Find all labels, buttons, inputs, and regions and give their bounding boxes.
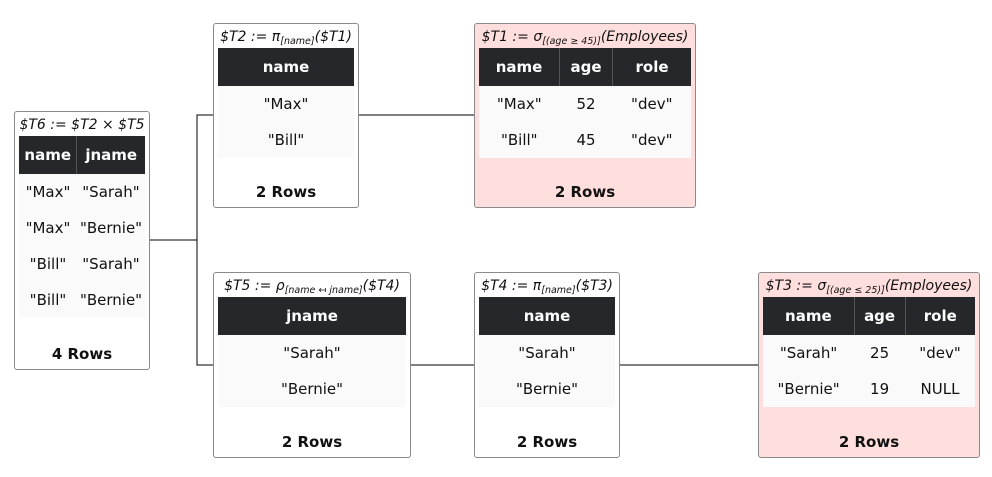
table-cell: "Max" [19, 174, 77, 210]
table-cell: 25 [854, 335, 906, 371]
column-header: name [479, 297, 615, 335]
row-count: 2 Rows [516, 433, 578, 451]
column-header: name [763, 297, 855, 335]
column-header: name [479, 48, 561, 86]
column-header: jname [218, 297, 406, 335]
table-cell: "Bill" [19, 246, 77, 282]
table-cell: "Bill" [479, 122, 560, 158]
node-t5-table: jname "Sarah" "Bernie" [218, 297, 406, 407]
table-cell: "Bill" [218, 122, 354, 158]
table-row: "Max"52"dev" [479, 86, 691, 122]
table-cell: "Max" [218, 86, 354, 122]
table-row: "Sarah"25"dev" [763, 335, 975, 371]
table-row: "Bill""Bernie" [19, 282, 145, 318]
column-header: role [905, 297, 975, 335]
row-count: 2 Rows [255, 183, 317, 201]
row-count: 2 Rows [554, 183, 616, 201]
node-t4-title: $T4 := π[name]($T3) [481, 278, 613, 296]
table-cell: "Max" [19, 210, 77, 246]
row-count: 2 Rows [281, 433, 343, 451]
table-cell: "dev" [612, 86, 691, 122]
table-row: "Sarah" [218, 335, 406, 371]
table-row: "Max" [218, 86, 354, 122]
node-t3-title: $T3 := σ[(age ≤ 25)](Employees) [765, 278, 973, 296]
table-cell: 19 [854, 371, 906, 407]
node-t5[interactable]: $T5 := ρ[name ↤ jname]($T4) jname "Sarah… [213, 272, 411, 458]
edge-t6-t5 [149, 239, 214, 366]
node-t3[interactable]: $T3 := σ[(age ≤ 25)](Employees) name age… [758, 272, 980, 458]
table-cell: "Sarah" [76, 246, 145, 282]
table-row: "Sarah" [479, 335, 615, 371]
table-cell: "dev" [612, 122, 691, 158]
node-t1-table: name age role "Max"52"dev" "Bill"45"dev" [479, 48, 691, 158]
edge-t6-t2 [149, 114, 214, 241]
node-t4-table: name "Sarah" "Bernie" [479, 297, 615, 407]
table-cell: 52 [559, 86, 613, 122]
table-row: "Bill"45"dev" [479, 122, 691, 158]
node-t6-title: $T6 := $T2 × $T5 [19, 117, 145, 133]
row-count: 4 Rows [51, 345, 113, 363]
table-cell: "Sarah" [76, 174, 145, 210]
table-cell: "Sarah" [479, 335, 615, 371]
table-row: "Bill" [218, 122, 354, 158]
table-cell: "Bernie" [763, 371, 855, 407]
table-cell: 45 [559, 122, 613, 158]
table-row: "Max""Bernie" [19, 210, 145, 246]
table-cell: "Max" [479, 86, 560, 122]
column-header: name [218, 48, 354, 86]
table-cell: "dev" [905, 335, 975, 371]
column-header: age [854, 297, 906, 335]
table-cell: NULL [905, 371, 975, 407]
node-t1-title: $T1 := σ[(age ≥ 45)](Employees) [481, 29, 689, 47]
node-t6[interactable]: $T6 := $T2 × $T5 name jname "Max""Sarah"… [14, 111, 150, 370]
node-t2[interactable]: $T2 := π[name]($T1) name "Max" "Bill" 2 … [213, 23, 359, 208]
table-cell: "Bernie" [479, 371, 615, 407]
table-row: "Max""Sarah" [19, 174, 145, 210]
column-header: age [559, 48, 614, 86]
table-row: "Bernie" [479, 371, 615, 407]
node-t4[interactable]: $T4 := π[name]($T3) name "Sarah" "Bernie… [474, 272, 620, 458]
node-t5-title: $T5 := ρ[name ↤ jname]($T4) [224, 278, 400, 296]
column-header: role [612, 48, 691, 86]
table-cell: "Sarah" [763, 335, 855, 371]
table-cell: "Sarah" [218, 335, 406, 371]
column-header: name [19, 136, 78, 174]
node-t6-table: name jname "Max""Sarah" "Max""Bernie" "B… [19, 136, 145, 318]
table-cell: "Bernie" [76, 282, 145, 318]
node-t2-title: $T2 := π[name]($T1) [220, 29, 352, 47]
column-header: jname [76, 136, 145, 174]
table-cell: "Bernie" [76, 210, 145, 246]
node-t1[interactable]: $T1 := σ[(age ≥ 45)](Employees) name age… [474, 23, 696, 208]
table-cell: "Bill" [19, 282, 77, 318]
table-row: "Bernie" [218, 371, 406, 407]
table-cell: "Bernie" [218, 371, 406, 407]
table-row: "Bill""Sarah" [19, 246, 145, 282]
node-t2-table: name "Max" "Bill" [218, 48, 354, 158]
row-count: 2 Rows [838, 433, 900, 451]
